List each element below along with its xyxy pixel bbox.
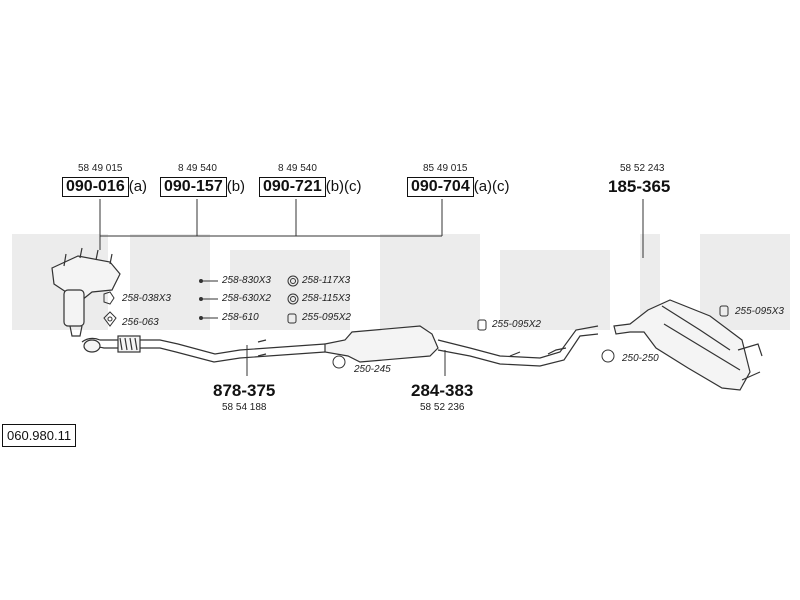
front-pipe — [81, 335, 326, 363]
manifold-suffix-3: (b)(c) — [325, 178, 362, 195]
manifold-part-number-4: 090-704 — [407, 177, 474, 197]
leader-lines — [99, 199, 644, 376]
manifold-oe-2: 8 49 540 — [178, 163, 217, 174]
accessory-label-10[interactable]: 255-095X2 — [492, 319, 541, 330]
manifold-oe-3: 8 49 540 — [278, 163, 317, 174]
manifold-part-number-3: 090-721 — [259, 177, 326, 197]
manifold-suffix-2: (b) — [226, 178, 246, 195]
rear-silencer-oe: 58 52 243 — [620, 163, 665, 174]
front-pipe-part[interactable]: 878-375 — [213, 381, 276, 400]
accessory-label-6[interactable]: 255-095X2 — [302, 312, 351, 323]
accessory-icons — [103, 275, 729, 369]
manifold-suffix-1: (a) — [128, 178, 148, 195]
accessory-label-3[interactable]: 258-610 — [222, 312, 259, 323]
accessory-label-11[interactable]: 250-250 — [622, 353, 659, 364]
manifold-part-number-2: 090-157 — [160, 177, 227, 197]
accessory-label-4[interactable]: 258-117X3 — [302, 275, 351, 286]
accessory-label-8[interactable]: 256-063 — [122, 317, 159, 328]
accessory-label-2[interactable]: 258-630X2 — [222, 293, 271, 304]
manifold-part-number-1: 090-016 — [62, 177, 129, 197]
manifold-oe-1: 58 49 015 — [78, 163, 123, 174]
accessory-label-5[interactable]: 258-115X3 — [302, 293, 351, 304]
centre-silencer-part[interactable]: 284-383 — [411, 381, 474, 400]
rear-silencer-part[interactable]: 185-365 — [608, 177, 671, 196]
centre-silencer — [324, 325, 599, 367]
accessory-label-7[interactable]: 258-038X3 — [122, 293, 171, 304]
accessory-label-1[interactable]: 258-830X3 — [222, 275, 271, 286]
manifold-oe-4: 85 49 015 — [423, 163, 468, 174]
manifold-catalyst — [51, 247, 121, 337]
manifold-part-4[interactable]: 090-704(a)(c) — [407, 177, 510, 197]
manifold-part-3[interactable]: 090-721(b)(c) — [259, 177, 362, 197]
rear-silencer — [613, 299, 763, 391]
manifold-part-1[interactable]: 090-016(a) — [62, 177, 147, 197]
front-pipe-oe: 58 54 188 — [222, 402, 267, 413]
manifold-part-2[interactable]: 090-157(b) — [160, 177, 245, 197]
centre-silencer-oe: 58 52 236 — [420, 402, 465, 413]
manifold-suffix-4: (a)(c) — [473, 178, 510, 195]
accessory-label-12[interactable]: 255-095X3 — [735, 306, 784, 317]
accessory-label-9[interactable]: 250-245 — [354, 364, 391, 375]
reference-number: 060.980.11 — [2, 424, 77, 447]
watermark-logo — [12, 234, 790, 330]
